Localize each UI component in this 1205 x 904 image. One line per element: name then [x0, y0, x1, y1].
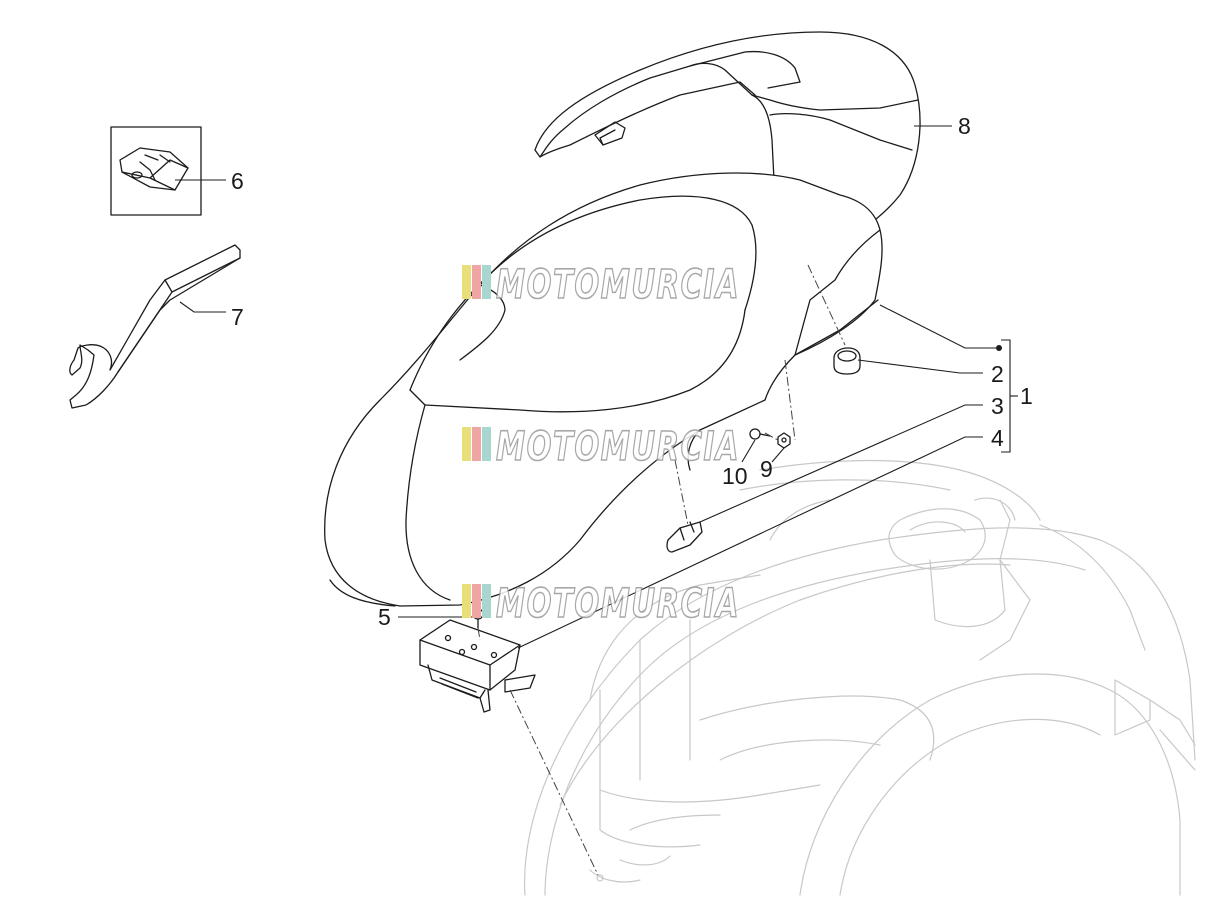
watermark-stripe: [472, 427, 481, 461]
watermark-middle: MOTOMURCIA: [462, 423, 740, 471]
screw-part-10: [749, 428, 771, 440]
watermark-top: MOTOMURCIA: [462, 261, 740, 309]
watermark-stripe: [482, 265, 491, 299]
watermark-bottom: MOTOMURCIA: [462, 580, 740, 628]
watermark-stripe: [482, 427, 491, 461]
part-label-1: 1: [1020, 383, 1033, 409]
part-labels: 8 6 7 2 1 3 4 10 9 5: [231, 113, 1033, 630]
part-label-5: 5: [378, 604, 391, 630]
part-label-2: 2: [991, 361, 1004, 387]
part-label-3: 3: [991, 393, 1004, 419]
part-label-7: 7: [231, 304, 244, 330]
watermark-stripe: [472, 584, 481, 618]
nut-part-9: [777, 432, 791, 449]
scooter-body-ghost: [523, 459, 1196, 896]
watermark-stripe: [462, 584, 471, 618]
watermark-stripe: [462, 265, 471, 299]
seat-hook-part: [666, 521, 703, 553]
watermark-text: MOTOMURCIA: [496, 262, 740, 308]
clip-part: [110, 126, 202, 216]
watermark-text: MOTOMURCIA: [496, 581, 740, 627]
watermark-stripe: [462, 427, 471, 461]
assembly-lines: [477, 264, 846, 876]
seat-assembly-part: [324, 172, 883, 607]
wrench-part: [69, 244, 241, 409]
watermark-stripe: [472, 265, 481, 299]
part-label-9: 9: [760, 456, 773, 482]
seat-lock-part: [419, 619, 536, 713]
part-label-10: 10: [722, 463, 748, 489]
watermark-stripe: [482, 584, 491, 618]
bumper-pad-part: [833, 347, 861, 375]
part-label-6: 6: [231, 168, 244, 194]
watermark-text: MOTOMURCIA: [496, 424, 740, 470]
part-label-4: 4: [991, 425, 1004, 451]
part-label-8: 8: [958, 113, 971, 139]
leader-lines: [175, 125, 1018, 649]
